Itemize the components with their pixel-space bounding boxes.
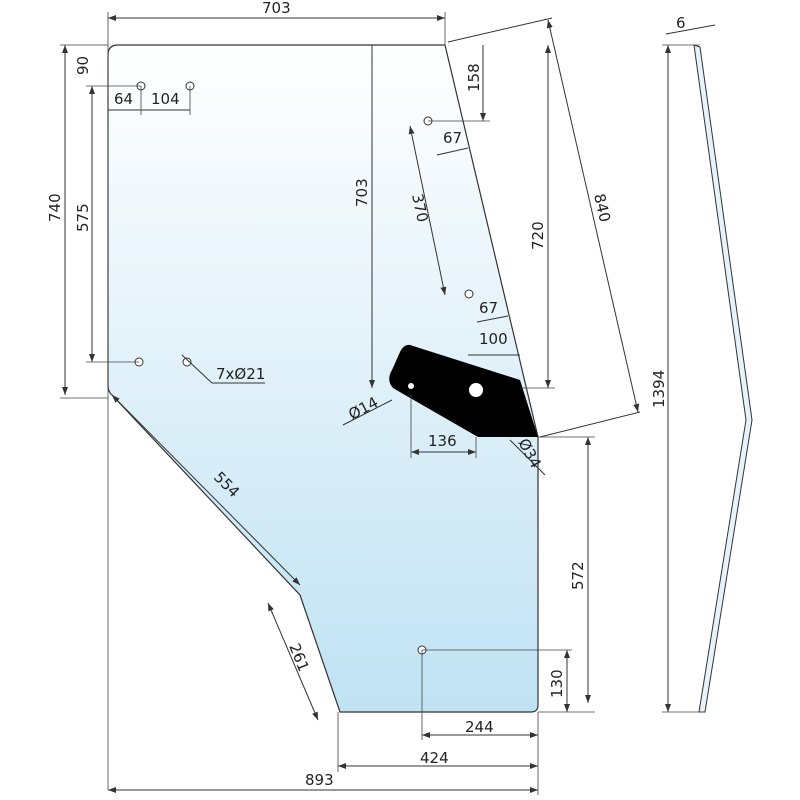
dim-top-width: 703: [262, 0, 291, 17]
dim-hole-left-offset: 64: [114, 90, 133, 108]
side-profile: [693, 44, 753, 713]
dim-hole-offset-2: 67: [479, 299, 498, 317]
dim-total-width: 893: [305, 771, 334, 789]
dim-holes-callout: 7xØ21: [216, 365, 265, 383]
dim-bottom-width: 424: [420, 749, 449, 767]
dim-top-right-drop: 158: [465, 63, 483, 92]
hinge-plate: [389, 344, 538, 437]
dimension-lines: [60, 12, 716, 795]
dim-inner-height: 703: [353, 178, 371, 207]
dim-right-height: 720: [529, 221, 547, 250]
dim-hole-spacing: 104: [151, 90, 180, 108]
dim-hinge-base: 136: [428, 432, 457, 450]
dim-thickness: 6: [676, 14, 686, 32]
dim-bottom-hole-offset: 244: [465, 718, 494, 736]
dim-left-hole-height: 575: [74, 203, 92, 232]
dim-left-height: 740: [46, 193, 64, 222]
dim-diagonal: 840: [590, 192, 614, 224]
dim-hinge-width: 100: [479, 330, 508, 348]
dim-bottom-hole-height: 130: [548, 669, 566, 698]
small-hinge-hole: [408, 383, 414, 389]
dim-total-height: 1394: [650, 370, 668, 408]
dim-hole-top-offset: 90: [74, 56, 92, 75]
dim-lower-slant: 261: [285, 641, 312, 674]
dim-lower-right-height: 572: [569, 561, 587, 590]
dim-hole-offset-1: 67: [443, 129, 462, 147]
dim-hole-spacing-slant: 370: [408, 192, 432, 224]
large-hinge-hole: [469, 383, 483, 397]
